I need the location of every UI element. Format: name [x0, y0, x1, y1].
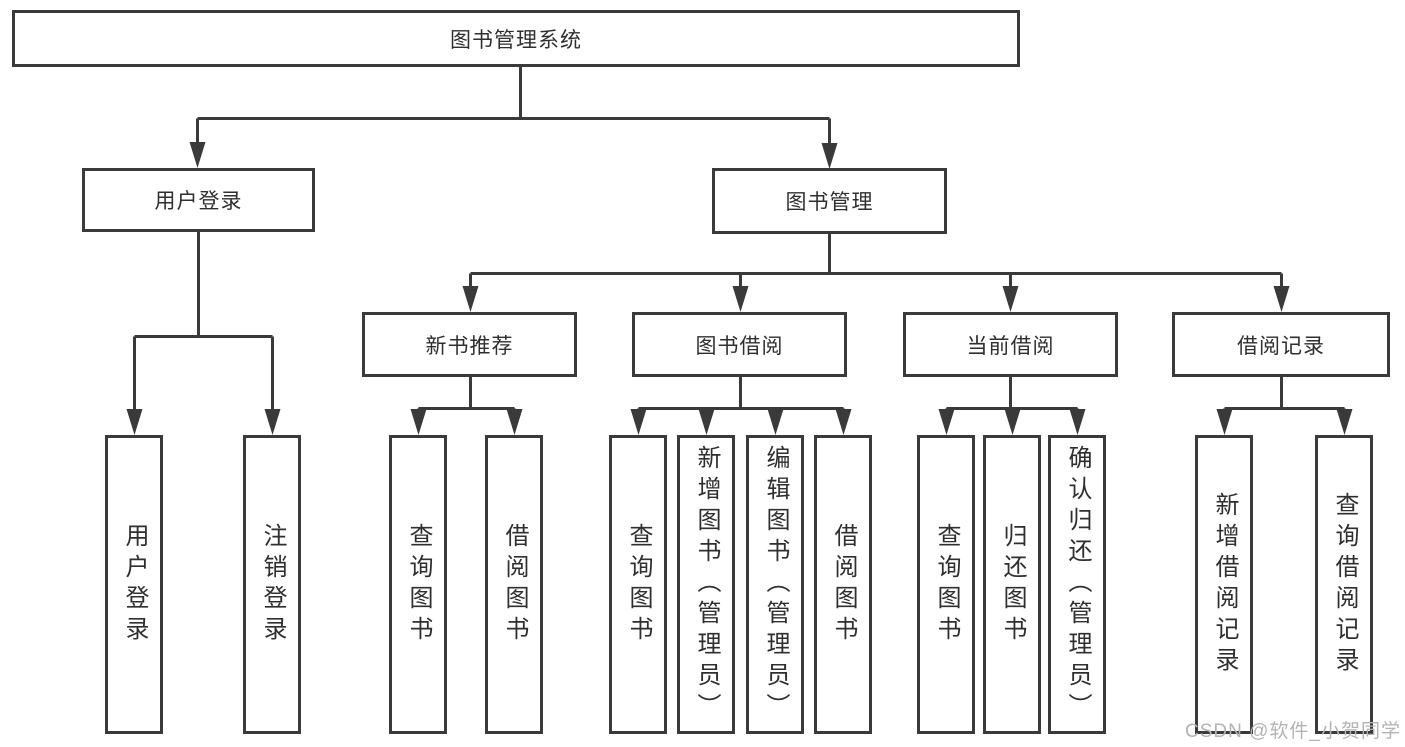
- leaf-logout-label: 注销登录: [259, 522, 286, 647]
- connector-book-mgmt: [462, 234, 1290, 312]
- connector-records: [1216, 377, 1353, 435]
- leaf-add-book-admin-label: 新增图书（管理员）: [693, 445, 720, 724]
- node-book-mgmt: 图书管理: [712, 168, 947, 234]
- node-book-mgmt-label: 图书管理: [785, 191, 874, 214]
- leaf-query-borrow-record: 查询借阅记录: [1315, 435, 1373, 734]
- leaf-query-borrow-record-label: 查询借阅记录: [1331, 491, 1358, 678]
- node-user-login-label: 用户登录: [154, 190, 243, 213]
- leaf-query-books-borrow: 查询图书: [609, 435, 667, 734]
- node-root-label: 图书管理系统: [450, 28, 582, 52]
- leaf-add-borrow-record-label: 新增借阅记录: [1211, 491, 1238, 678]
- leaf-return-book-label: 归还图书: [999, 522, 1026, 647]
- leaf-user-login-label: 用户登录: [121, 522, 148, 647]
- node-user-login: 用户登录: [82, 168, 315, 232]
- leaf-return-book: 归还图书: [983, 435, 1041, 734]
- leaf-add-book-admin: 新增图书（管理员）: [677, 435, 735, 734]
- leaf-borrow-books-recommend-label: 借阅图书: [501, 522, 528, 647]
- leaf-borrow-books-borrow-label: 借阅图书: [830, 522, 857, 647]
- leaf-edit-book-admin-label: 编辑图书（管理员）: [762, 445, 789, 724]
- leaf-logout: 注销登录: [243, 435, 301, 734]
- leaf-query-books-borrow-label: 查询图书: [625, 522, 652, 647]
- leaf-query-books-current-label: 查询图书: [933, 522, 960, 647]
- connector-user-login: [126, 232, 281, 435]
- csdn-watermark: CSDN @软件_小贺同学: [1185, 721, 1401, 742]
- node-current-borrow-label: 当前借阅: [966, 334, 1055, 358]
- leaf-add-borrow-record: 新增借阅记录: [1195, 435, 1253, 734]
- node-records-label: 借阅记录: [1237, 334, 1325, 358]
- leaf-query-books-recommend-label: 查询图书: [405, 522, 432, 647]
- node-new-books-label: 新书推荐: [425, 334, 514, 358]
- leaf-query-books-current: 查询图书: [917, 435, 975, 734]
- node-book-borrow-label: 图书借阅: [695, 334, 784, 358]
- leaf-user-login: 用户登录: [105, 435, 163, 734]
- connector-new-books: [410, 377, 523, 435]
- node-records: 借阅记录: [1172, 312, 1390, 377]
- leaf-confirm-return-admin: 确认归还（管理员）: [1048, 435, 1106, 734]
- leaf-borrow-books-borrow: 借阅图书: [814, 435, 872, 734]
- leaf-edit-book-admin: 编辑图书（管理员）: [746, 435, 804, 734]
- node-current-borrow: 当前借阅: [903, 312, 1118, 377]
- connector-current-borrow: [938, 377, 1086, 435]
- node-root: 图书管理系统: [12, 10, 1020, 67]
- connector-root: [189, 67, 838, 169]
- leaf-query-books-recommend: 查询图书: [389, 435, 447, 734]
- connector-book-borrow: [630, 377, 852, 435]
- leaf-borrow-books-recommend: 借阅图书: [485, 435, 543, 734]
- leaf-confirm-return-admin-label: 确认归还（管理员）: [1064, 445, 1091, 724]
- node-book-borrow: 图书借阅: [632, 312, 847, 377]
- node-new-books: 新书推荐: [362, 312, 577, 377]
